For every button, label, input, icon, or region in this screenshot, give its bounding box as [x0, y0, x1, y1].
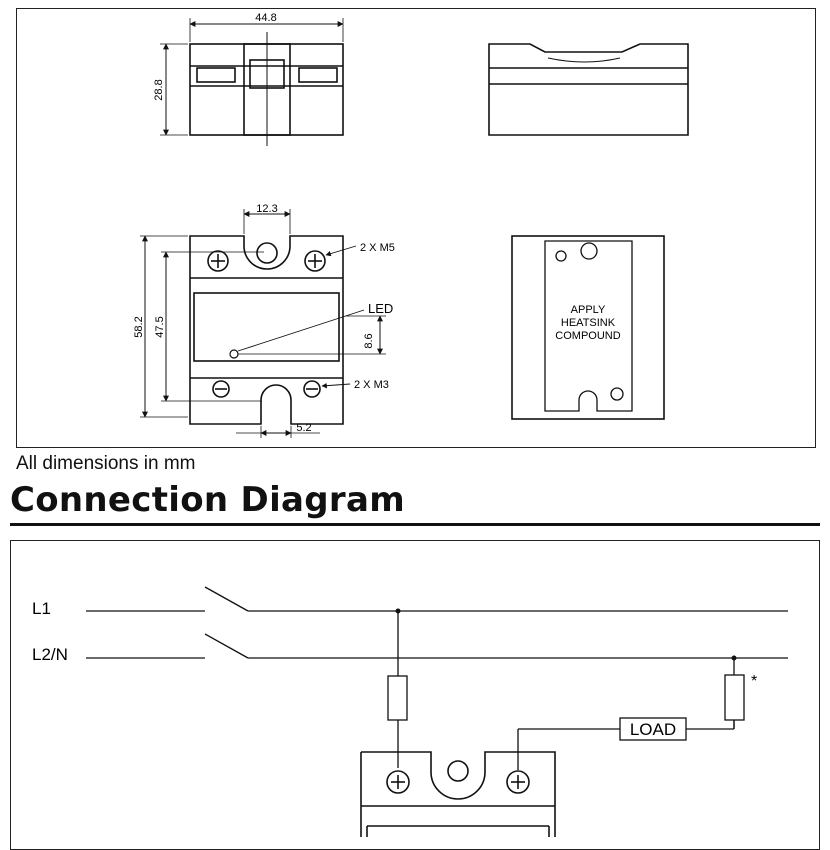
terminal-left-icon: [386, 770, 410, 794]
height-label: 28.8: [153, 79, 165, 100]
mount-spacing-label: 12.3: [256, 203, 277, 215]
junction-l1: [395, 608, 401, 614]
dimension-led-offset: 8.6: [238, 315, 386, 355]
terminal-right-icon: [506, 770, 530, 794]
screw-top-left-icon: [207, 250, 229, 272]
screw-bottom-right-icon: [303, 380, 321, 398]
heatsink-line1: APPLY: [571, 304, 606, 316]
line1-label: L1: [32, 599, 51, 618]
load-box: [619, 717, 687, 741]
junction-l2: [731, 655, 737, 661]
line2-label: L2/N: [32, 645, 68, 664]
screw-bottom-label: 2 X M3: [354, 379, 389, 391]
load-label: LOAD: [630, 720, 676, 739]
total-length-label: 58.2: [133, 316, 145, 337]
dimension-total-length: 58.2: [133, 235, 188, 418]
hole-spacing-label: 47.5: [154, 316, 166, 337]
led-label: LED: [368, 301, 393, 316]
dimension-drawing-panel: [16, 8, 816, 448]
dimension-slot-width: 5.2: [236, 422, 320, 438]
dimension-mount-spacing: 12.3: [243, 203, 291, 234]
connection-diagram-title: Connection Diagram: [10, 480, 405, 520]
slot-width-label: 5.2: [296, 422, 311, 434]
screw-top-right-icon: [304, 250, 326, 272]
fuse-right-icon: [724, 674, 745, 721]
dimension-height: 28.8: [153, 43, 188, 136]
relay-back-view: [511, 235, 665, 420]
leader-lines: [237, 245, 365, 389]
fuse-left-icon: [387, 675, 408, 721]
mains-lines: [86, 586, 788, 770]
dimension-width: 44.8: [189, 12, 344, 42]
led-offset-label: 8.6: [363, 333, 375, 348]
dimension-hole-spacing: 47.5: [154, 251, 264, 402]
relay-top-view: [189, 32, 344, 146]
width-label: 44.8: [255, 12, 276, 24]
title-rule: [10, 523, 820, 526]
asterisk-label: *: [751, 673, 757, 690]
relay-connection-body: [360, 751, 556, 837]
dimensions-note: All dimensions in mm: [16, 453, 196, 474]
relay-front-view: [189, 235, 344, 425]
screw-bottom-left-icon: [212, 380, 230, 398]
heatsink-line3: COMPOUND: [555, 330, 620, 342]
heatsink-line2: HEATSINK: [561, 317, 616, 329]
relay-side-view: [488, 43, 689, 136]
screw-top-label: 2 X M5: [360, 242, 395, 254]
